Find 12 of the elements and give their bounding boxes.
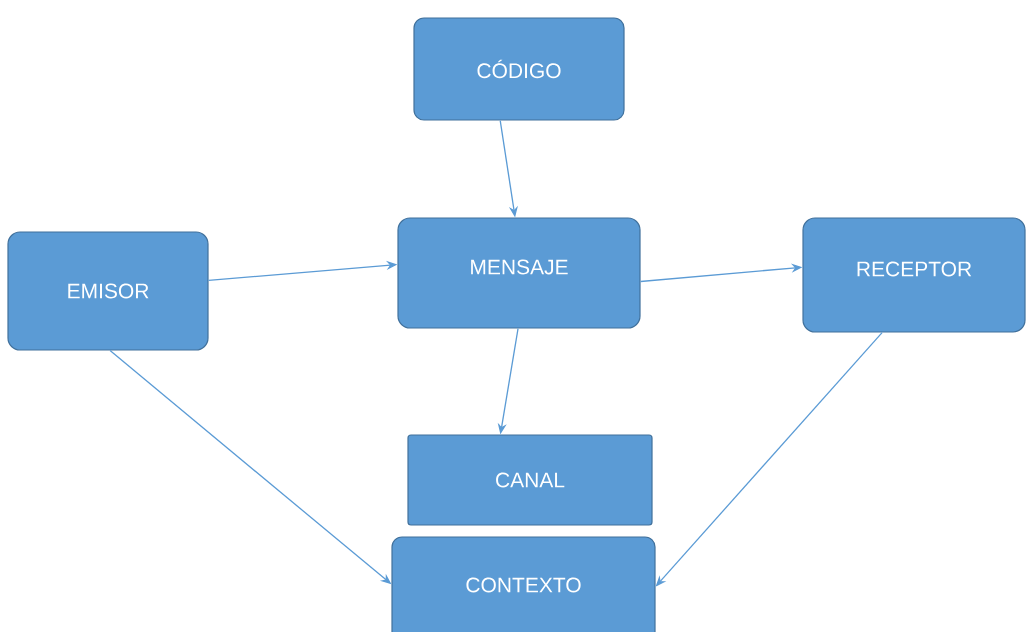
box-label: CONTEXTO [466, 577, 581, 593]
process-box [397, 217, 641, 329]
box-label: EMISOR [68, 283, 149, 299]
box-label: CÓDIGO [477, 59, 561, 79]
process-box [391, 536, 656, 632]
process-box [7, 231, 209, 351]
process-box [413, 17, 625, 121]
box-label: RECEPTOR [857, 261, 972, 277]
process-box [802, 217, 1026, 333]
process-box [407, 434, 653, 526]
box-label: MENSAJE [471, 259, 568, 275]
box-label: CANAL [496, 472, 565, 488]
